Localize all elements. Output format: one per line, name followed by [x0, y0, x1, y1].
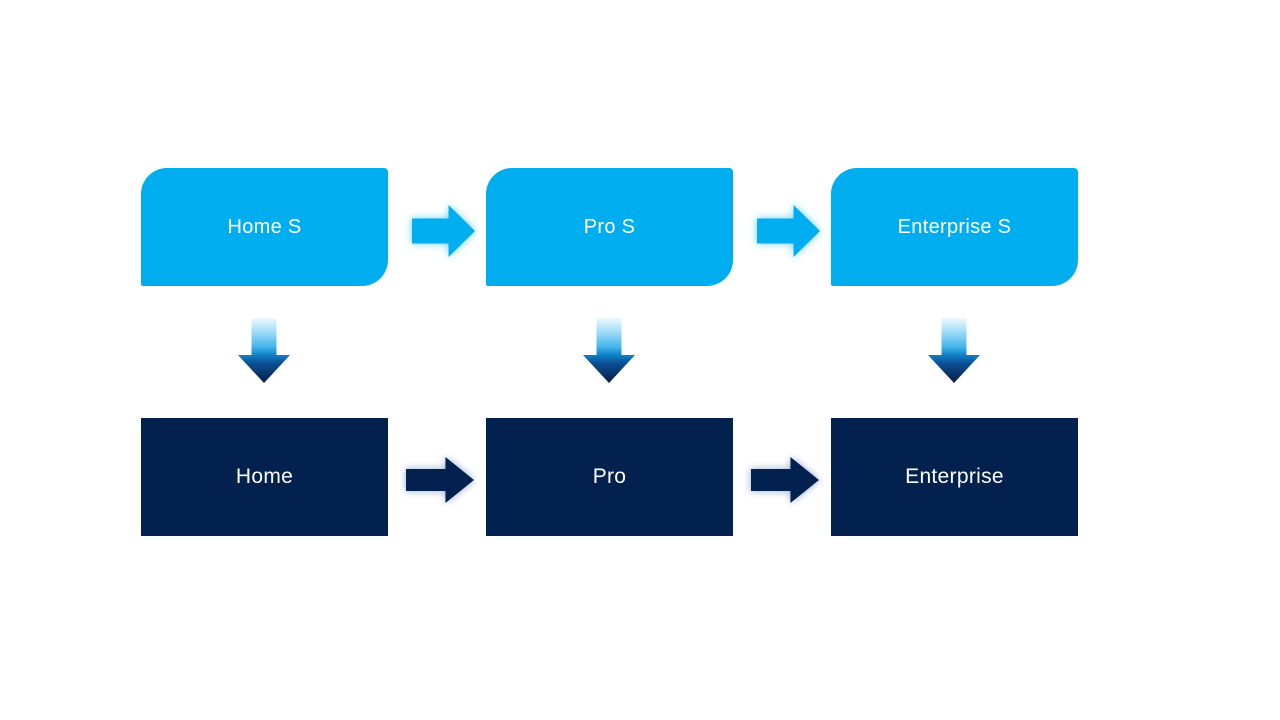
- node-home: Home: [141, 418, 388, 536]
- right-arrow-icon: [412, 205, 475, 257]
- node-enterprise: Enterprise: [831, 418, 1078, 536]
- node-pro-s: Pro S: [486, 168, 733, 286]
- node-pro: Pro: [486, 418, 733, 536]
- down-arrow-icon: [928, 318, 980, 383]
- node-label: Home S: [227, 215, 302, 238]
- node-label: Enterprise S: [897, 215, 1012, 238]
- node-home-s: Home S: [141, 168, 388, 286]
- node-enterprise-s: Enterprise S: [831, 168, 1078, 286]
- down-arrow-icon: [583, 318, 635, 383]
- right-arrow-icon: [757, 205, 820, 257]
- node-label: Home: [235, 465, 294, 488]
- node-label: Pro S: [583, 215, 636, 238]
- node-label: Pro: [592, 465, 627, 488]
- right-arrow-icon: [751, 457, 819, 503]
- down-arrow-icon: [238, 318, 290, 383]
- node-label: Enterprise: [905, 465, 1004, 488]
- right-arrow-icon: [406, 457, 474, 503]
